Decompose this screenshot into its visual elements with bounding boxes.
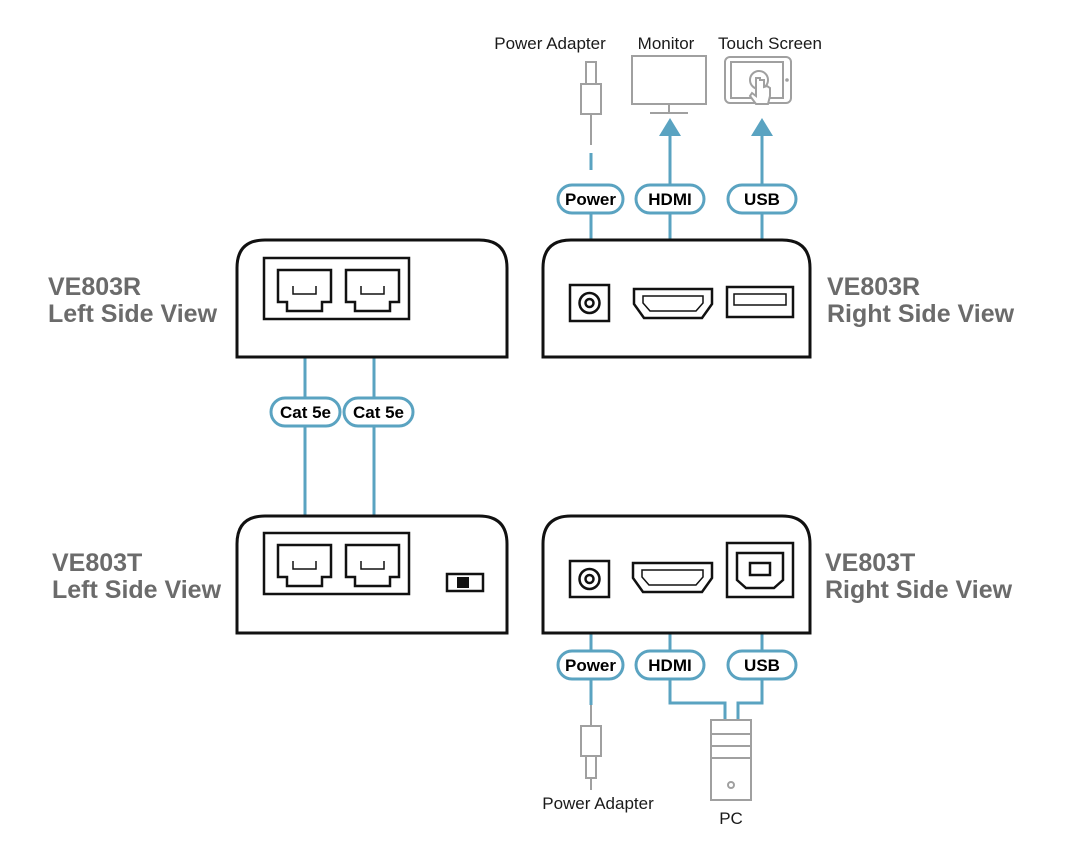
power-adapter-top-icon xyxy=(580,61,602,145)
rx-usb-pill: USB xyxy=(726,183,798,215)
rx-power-pill-label: Power xyxy=(565,190,616,209)
power-adapter-bottom-label: Power Adapter xyxy=(542,794,654,813)
tx-hdmi-pill: HDMI xyxy=(634,649,706,681)
tx-left-view-label: Left Side View xyxy=(52,576,222,604)
tx-right-housing xyxy=(541,514,812,635)
rx-right-model-label: VE803R xyxy=(827,273,920,301)
tx-rj45-port-2[interactable] xyxy=(344,543,401,588)
rx-power-pill: Power xyxy=(556,183,625,215)
rx-right-view-label: Right Side View xyxy=(827,300,1015,328)
rx-rj45-port-1[interactable] xyxy=(276,268,333,313)
tx-left-housing xyxy=(235,514,509,635)
rx-usb-a-port[interactable] xyxy=(725,285,795,319)
monitor-icon xyxy=(631,55,707,114)
rx-right-housing xyxy=(541,238,812,359)
tx-mode-switch[interactable] xyxy=(445,572,485,593)
cat5e-left-pill: Cat 5e xyxy=(269,396,342,428)
rx-hdmi-pill-label: HDMI xyxy=(648,190,691,209)
touch-screen-label: Touch Screen xyxy=(718,34,822,53)
tx-usb-cable xyxy=(736,590,764,720)
rx-power-jack[interactable] xyxy=(568,283,611,323)
power-adapter-top-label: Power Adapter xyxy=(494,34,606,53)
pc-tower-icon xyxy=(710,719,752,801)
tx-power-pill-label: Power xyxy=(565,656,616,675)
monitor-label: Monitor xyxy=(638,34,695,53)
cat5e-left-pill-label: Cat 5e xyxy=(280,403,331,422)
rx-hdmi-arrow xyxy=(659,118,681,136)
touch-screen-icon xyxy=(724,56,792,105)
rx-rj45-port-2[interactable] xyxy=(344,268,401,313)
tx-usb-pill: USB xyxy=(726,649,798,681)
tx-hdmi-port[interactable] xyxy=(631,561,714,594)
tx-power-jack[interactable] xyxy=(568,559,611,599)
cat5e-right-pill-label: Cat 5e xyxy=(353,403,404,422)
power-adapter-bottom-icon xyxy=(580,705,602,790)
tx-usb-b-port[interactable] xyxy=(725,541,795,599)
tx-usb-pill-label: USB xyxy=(744,656,780,675)
tx-power-pill: Power xyxy=(556,649,625,681)
rx-usb-arrow xyxy=(751,118,773,136)
tx-right-view-label: Right Side View xyxy=(825,576,1013,604)
tx-right-model-label: VE803T xyxy=(825,549,915,577)
tx-hdmi-pill-label: HDMI xyxy=(648,656,691,675)
rx-usb-pill-label: USB xyxy=(744,190,780,209)
pc-label: PC xyxy=(719,809,743,828)
rx-hdmi-port[interactable] xyxy=(632,287,714,320)
tx-rj45-port-1[interactable] xyxy=(276,543,333,588)
rx-left-housing xyxy=(235,238,509,359)
tx-left-model-label: VE803T xyxy=(52,549,142,577)
rx-hdmi-pill: HDMI xyxy=(634,183,706,215)
cat5e-right-pill: Cat 5e xyxy=(342,396,415,428)
rx-left-view-label: Left Side View xyxy=(48,300,218,328)
rx-left-model-label: VE803R xyxy=(48,273,141,301)
